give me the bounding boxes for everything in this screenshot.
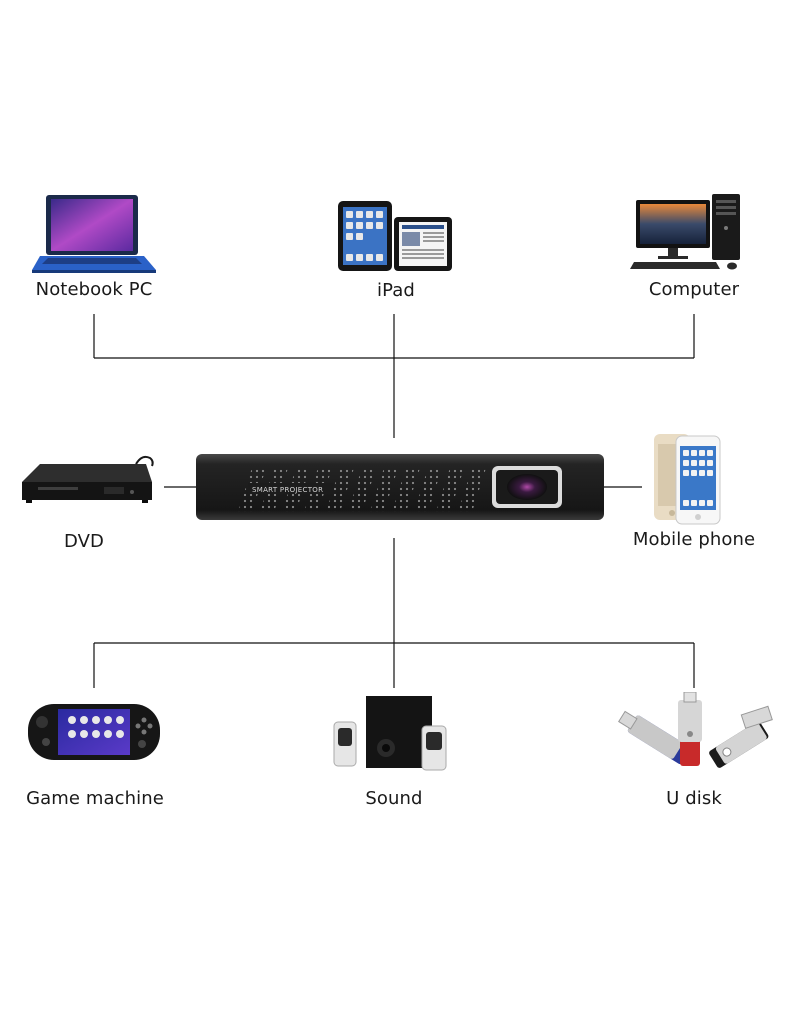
notebook-pc-label: Notebook PC xyxy=(35,279,153,300)
computer-label: Computer xyxy=(648,279,740,300)
u-disk-label: U disk xyxy=(666,788,722,809)
sound-label: Sound xyxy=(365,788,423,809)
mobile-phone-icon xyxy=(654,434,721,525)
computer-icon xyxy=(630,194,740,270)
ipad-label: iPad xyxy=(377,280,415,301)
sound-speakers-icon xyxy=(333,696,447,771)
projector-brand-text: SMART PROJECTOR xyxy=(252,486,323,494)
ipad-icon xyxy=(338,201,452,271)
game-machine-icon xyxy=(28,704,160,760)
game-machine-label: Game machine xyxy=(26,788,164,809)
mobile-phone-label: Mobile phone xyxy=(632,529,756,550)
smart-projector-icon: SMART PROJECTOR xyxy=(196,454,604,520)
dvd-player-icon xyxy=(22,455,154,503)
dvd-label: DVD xyxy=(63,531,105,552)
notebook-pc-icon xyxy=(32,195,156,273)
u-disk-icon xyxy=(618,692,773,768)
